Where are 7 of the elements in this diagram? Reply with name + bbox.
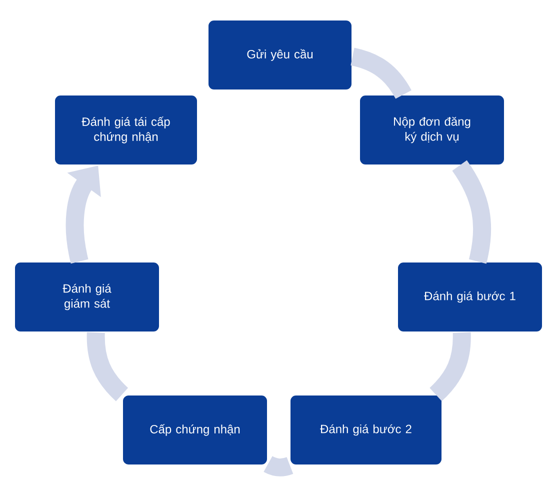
process-box: Đánh giá tái cấp chứng nhận	[54, 94, 198, 166]
process-box: Cấp chứng nhận	[122, 394, 268, 466]
process-box: Gửi yêu cầu	[208, 20, 352, 90]
process-box: Đánh giá bước 1	[397, 262, 543, 332]
process-box: Đánh giá bước 2	[290, 394, 442, 466]
process-box: Đánh giá giám sát	[14, 262, 160, 332]
process-box: Nộp đơn đăng ký dịch vụ	[359, 94, 505, 166]
